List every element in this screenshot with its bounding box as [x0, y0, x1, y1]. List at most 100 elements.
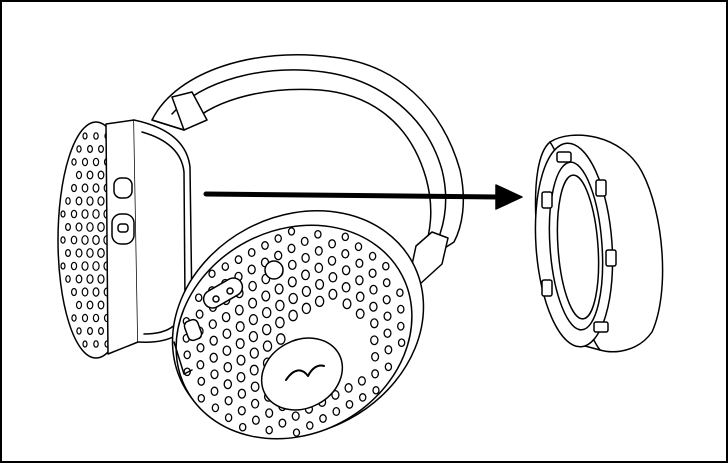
- perforation-dot: [92, 235, 100, 246]
- perforation-dot: [86, 222, 94, 232]
- perforation-dot: [247, 247, 256, 258]
- perforation-dot: [261, 323, 272, 336]
- perforation-dot: [208, 319, 217, 330]
- perforation-dot: [248, 314, 259, 326]
- perforation-dot: [383, 311, 392, 321]
- perforation-dot: [314, 262, 324, 274]
- perforation-dot: [275, 333, 286, 345]
- perforation-dot: [65, 197, 71, 205]
- perforation-dot: [250, 398, 260, 409]
- perforation-dot: [274, 283, 284, 295]
- perforation-dot: [382, 294, 391, 305]
- perforation-dot: [75, 222, 83, 232]
- perforation-dot: [327, 255, 337, 266]
- perforation-dot: [397, 321, 405, 331]
- perforation-dot: [368, 268, 377, 278]
- arrow: [203, 184, 523, 210]
- perforation-dot: [92, 209, 100, 219]
- perforation-dot: [314, 246, 323, 256]
- perforation-dot: [81, 235, 89, 245]
- front-ear-cup: [171, 210, 425, 440]
- perforation-dot: [248, 280, 257, 292]
- perforation-dot: [64, 223, 71, 232]
- perforation-dot: [238, 422, 247, 432]
- perforation-dot: [70, 287, 77, 297]
- perforation-dot: [86, 300, 94, 310]
- perforation-dot: [221, 262, 230, 271]
- perforation-dot: [86, 170, 94, 180]
- perforation-dot: [70, 209, 78, 219]
- perforation-dot: [314, 295, 325, 308]
- perforation-dot: [306, 421, 314, 430]
- perforation-dot: [344, 383, 353, 393]
- perforation-dot: [86, 196, 94, 206]
- perforation-dot: [197, 376, 206, 386]
- perforation-dot: [274, 234, 282, 243]
- perforation-dot: [221, 311, 231, 323]
- perforation-dot: [86, 248, 94, 258]
- perforation-dot: [278, 418, 287, 428]
- perforation-dot: [183, 350, 191, 360]
- perforation-dot: [291, 411, 300, 421]
- perforation-dot: [237, 388, 247, 399]
- perforation-dot: [195, 309, 204, 319]
- perforation-dot: [342, 298, 352, 310]
- perforation-dot: [384, 362, 393, 372]
- perforation-dot: [287, 227, 296, 236]
- perforation-dot: [76, 145, 82, 153]
- perforation-dot: [372, 386, 380, 395]
- perforation-dot: [382, 261, 390, 271]
- perforation-dot: [234, 255, 243, 265]
- perforation-dot: [396, 288, 404, 298]
- perforation-dot: [93, 132, 99, 140]
- perforation-dot: [397, 338, 406, 348]
- perforation-dot: [234, 304, 244, 316]
- perforation-dot: [196, 360, 205, 370]
- perforation-dot: [208, 269, 216, 278]
- perforation-dot: [288, 292, 298, 305]
- perforation-dot: [60, 210, 66, 218]
- perforation-dot: [97, 300, 105, 310]
- perforation-dot: [261, 306, 272, 319]
- perforation-dot: [249, 347, 259, 359]
- perforation-dot: [97, 327, 104, 336]
- perforation-dot: [354, 242, 363, 252]
- perforation-dot: [328, 288, 338, 300]
- perforation-dot: [315, 278, 325, 290]
- perforation-dot: [275, 316, 285, 329]
- perforation-dot: [236, 354, 246, 366]
- perforation-dot: [71, 314, 77, 322]
- perforation-dot: [81, 209, 89, 219]
- perforation-dot: [211, 403, 220, 413]
- perforation-dot: [341, 265, 351, 276]
- perforation-dot: [287, 243, 296, 254]
- perforation-dot: [301, 302, 312, 315]
- perforation-dot: [92, 261, 100, 271]
- perforation-dot: [319, 414, 327, 423]
- perforation-dot: [265, 408, 274, 418]
- perforation-dot: [222, 328, 232, 339]
- perforation-dot: [92, 157, 100, 167]
- perforation-dot: [97, 196, 105, 206]
- perforation-dot: [247, 264, 256, 275]
- perforation-dot: [60, 262, 66, 270]
- perforation-dot: [97, 222, 105, 233]
- perforation-dot: [194, 293, 203, 303]
- perforation-dot: [235, 338, 245, 350]
- perforation-dot: [262, 340, 273, 352]
- perforation-dot: [341, 282, 351, 293]
- perforation-dot: [86, 274, 94, 284]
- perforation-dot: [371, 369, 380, 379]
- perforation-dot: [70, 261, 78, 271]
- perforation-dot: [92, 183, 100, 193]
- perforation-dot: [382, 278, 391, 288]
- back-ear-cup: [57, 119, 193, 359]
- perforation-dot: [355, 275, 364, 286]
- back-cup-button: [113, 177, 133, 199]
- perforation-dot: [210, 369, 219, 380]
- perforation-dot: [75, 300, 83, 310]
- perforation-dot: [76, 327, 82, 335]
- perforation-dot: [235, 321, 245, 333]
- perforation-dot: [60, 236, 66, 244]
